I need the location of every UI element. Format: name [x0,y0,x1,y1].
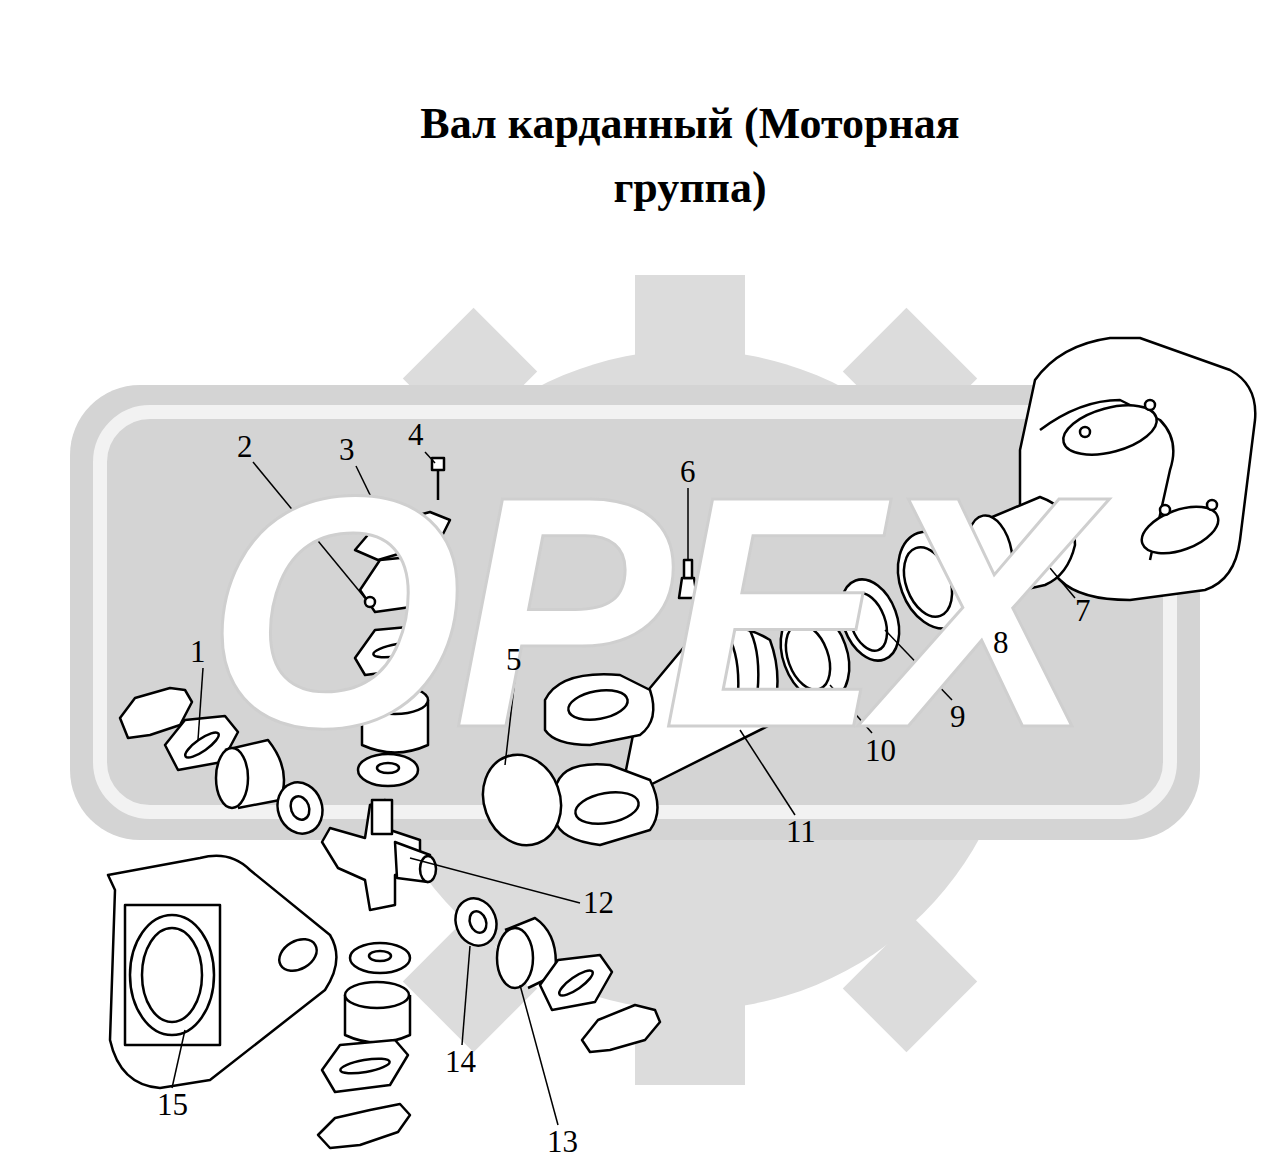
callout-number: 9 [950,700,966,734]
callout-number: 2 [237,430,253,464]
callout-number: 14 [445,1045,476,1079]
watermark-band-inner [100,412,1170,812]
callout-number: 3 [339,433,355,467]
callout-number: 6 [680,455,696,489]
callout-number: 1 [190,635,206,669]
callout-number: 11 [786,815,816,849]
callout-number: 10 [865,734,896,768]
callout-number: 7 [1075,594,1091,628]
diagram-title: Вал карданный (Моторная группа) [410,92,970,220]
callout-number: 12 [583,886,614,920]
watermark-band [70,385,1200,840]
callout-number: 15 [157,1088,188,1122]
callout-number: 13 [547,1125,578,1159]
callout-number: 5 [506,643,522,677]
parts [108,338,1255,1148]
callout-number: 4 [408,418,424,452]
callout-number: 8 [993,626,1009,660]
